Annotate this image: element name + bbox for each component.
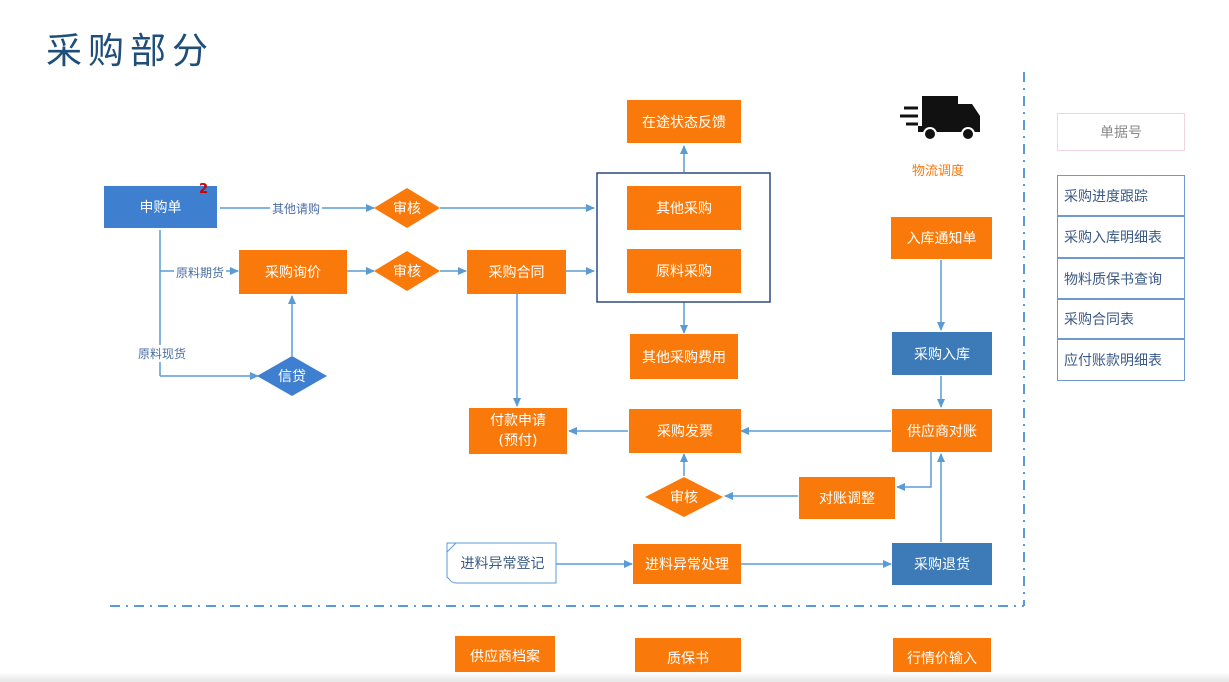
review-label-3: 审核 (670, 490, 698, 506)
review-label-1: 审核 (393, 201, 421, 217)
in-transit-feedback-node[interactable]: 在途状态反馈 (627, 100, 741, 143)
payment-request-label: 付款申请 (490, 413, 546, 429)
page-title: 采购部分 (46, 31, 215, 72)
report-item-contract-table[interactable]: 采购合同表 (1057, 299, 1185, 339)
purchase-inquiry-node[interactable]: 采购询价 (239, 250, 347, 294)
edge-label-raw-spot: 原料现货 (136, 345, 189, 362)
report-item-progress-tracking[interactable]: 采购进度跟踪 (1057, 175, 1185, 216)
review-diamond-3-shape (645, 477, 723, 517)
purchase-receipt-node[interactable]: 采购入库 (892, 332, 992, 375)
incoming-exception-register-doc[interactable]: 进料异常登记 (460, 556, 545, 572)
purchase-request-node[interactable]: 申购单 (104, 186, 217, 228)
review-diamond-1[interactable]: 审核 (374, 188, 440, 228)
annotation-marker: 2 (199, 182, 209, 197)
doc-number-box[interactable]: 单据号 (1057, 113, 1185, 151)
credit-diamond-shape (257, 356, 327, 396)
raw-material-purchase-node[interactable]: 原料采购 (627, 249, 741, 293)
truck-icon (900, 96, 980, 141)
report-item-payables-detail[interactable]: 应付账款明细表 (1057, 339, 1185, 381)
review-diamond-3[interactable]: 审核 (645, 477, 723, 517)
credit-diamond[interactable]: 信贷 (257, 356, 327, 396)
supplier-archive-node[interactable]: 供应商档案 (455, 636, 555, 676)
purchase-invoice-node[interactable]: 采购发票 (629, 409, 741, 453)
report-item-receipt-detail[interactable]: 采购入库明细表 (1057, 216, 1185, 258)
incoming-exception-handling-node[interactable]: 进料异常处理 (633, 544, 741, 584)
warranty-node[interactable]: 质保书 (635, 638, 741, 678)
report-item-warranty-query[interactable]: 物料质保书查询 (1057, 258, 1185, 299)
other-purchase-cost-node[interactable]: 其他采购费用 (630, 334, 738, 379)
review-label-2: 审核 (393, 264, 421, 280)
purchase-return-node[interactable]: 采购退货 (892, 543, 992, 585)
other-purchase-node[interactable]: 其他采购 (627, 186, 741, 230)
warehouse-notice-node[interactable]: 入库通知单 (891, 217, 992, 259)
purchase-contract-node[interactable]: 采购合同 (467, 250, 566, 294)
payment-request-sublabel: (预付) (498, 433, 538, 449)
payment-request-node[interactable]: 付款申请 (预付) (469, 408, 567, 454)
doc-shape (446, 542, 557, 584)
market-price-input-node[interactable]: 行情价输入 (893, 638, 991, 678)
reconciliation-adjustment-node[interactable]: 对账调整 (799, 477, 895, 519)
review-diamond-2-shape (374, 251, 440, 291)
bottom-shadow (0, 672, 1229, 682)
credit-label: 信贷 (278, 369, 306, 385)
review-diamond-1-shape (374, 188, 440, 228)
supplier-reconciliation-node[interactable]: 供应商对账 (892, 409, 992, 452)
review-diamond-2[interactable]: 审核 (374, 251, 440, 291)
edge-label-other-request: 其他请购 (270, 200, 323, 217)
logistics-label: 物流调度 (912, 164, 965, 179)
edge-label-raw-futures: 原料期货 (174, 264, 227, 281)
